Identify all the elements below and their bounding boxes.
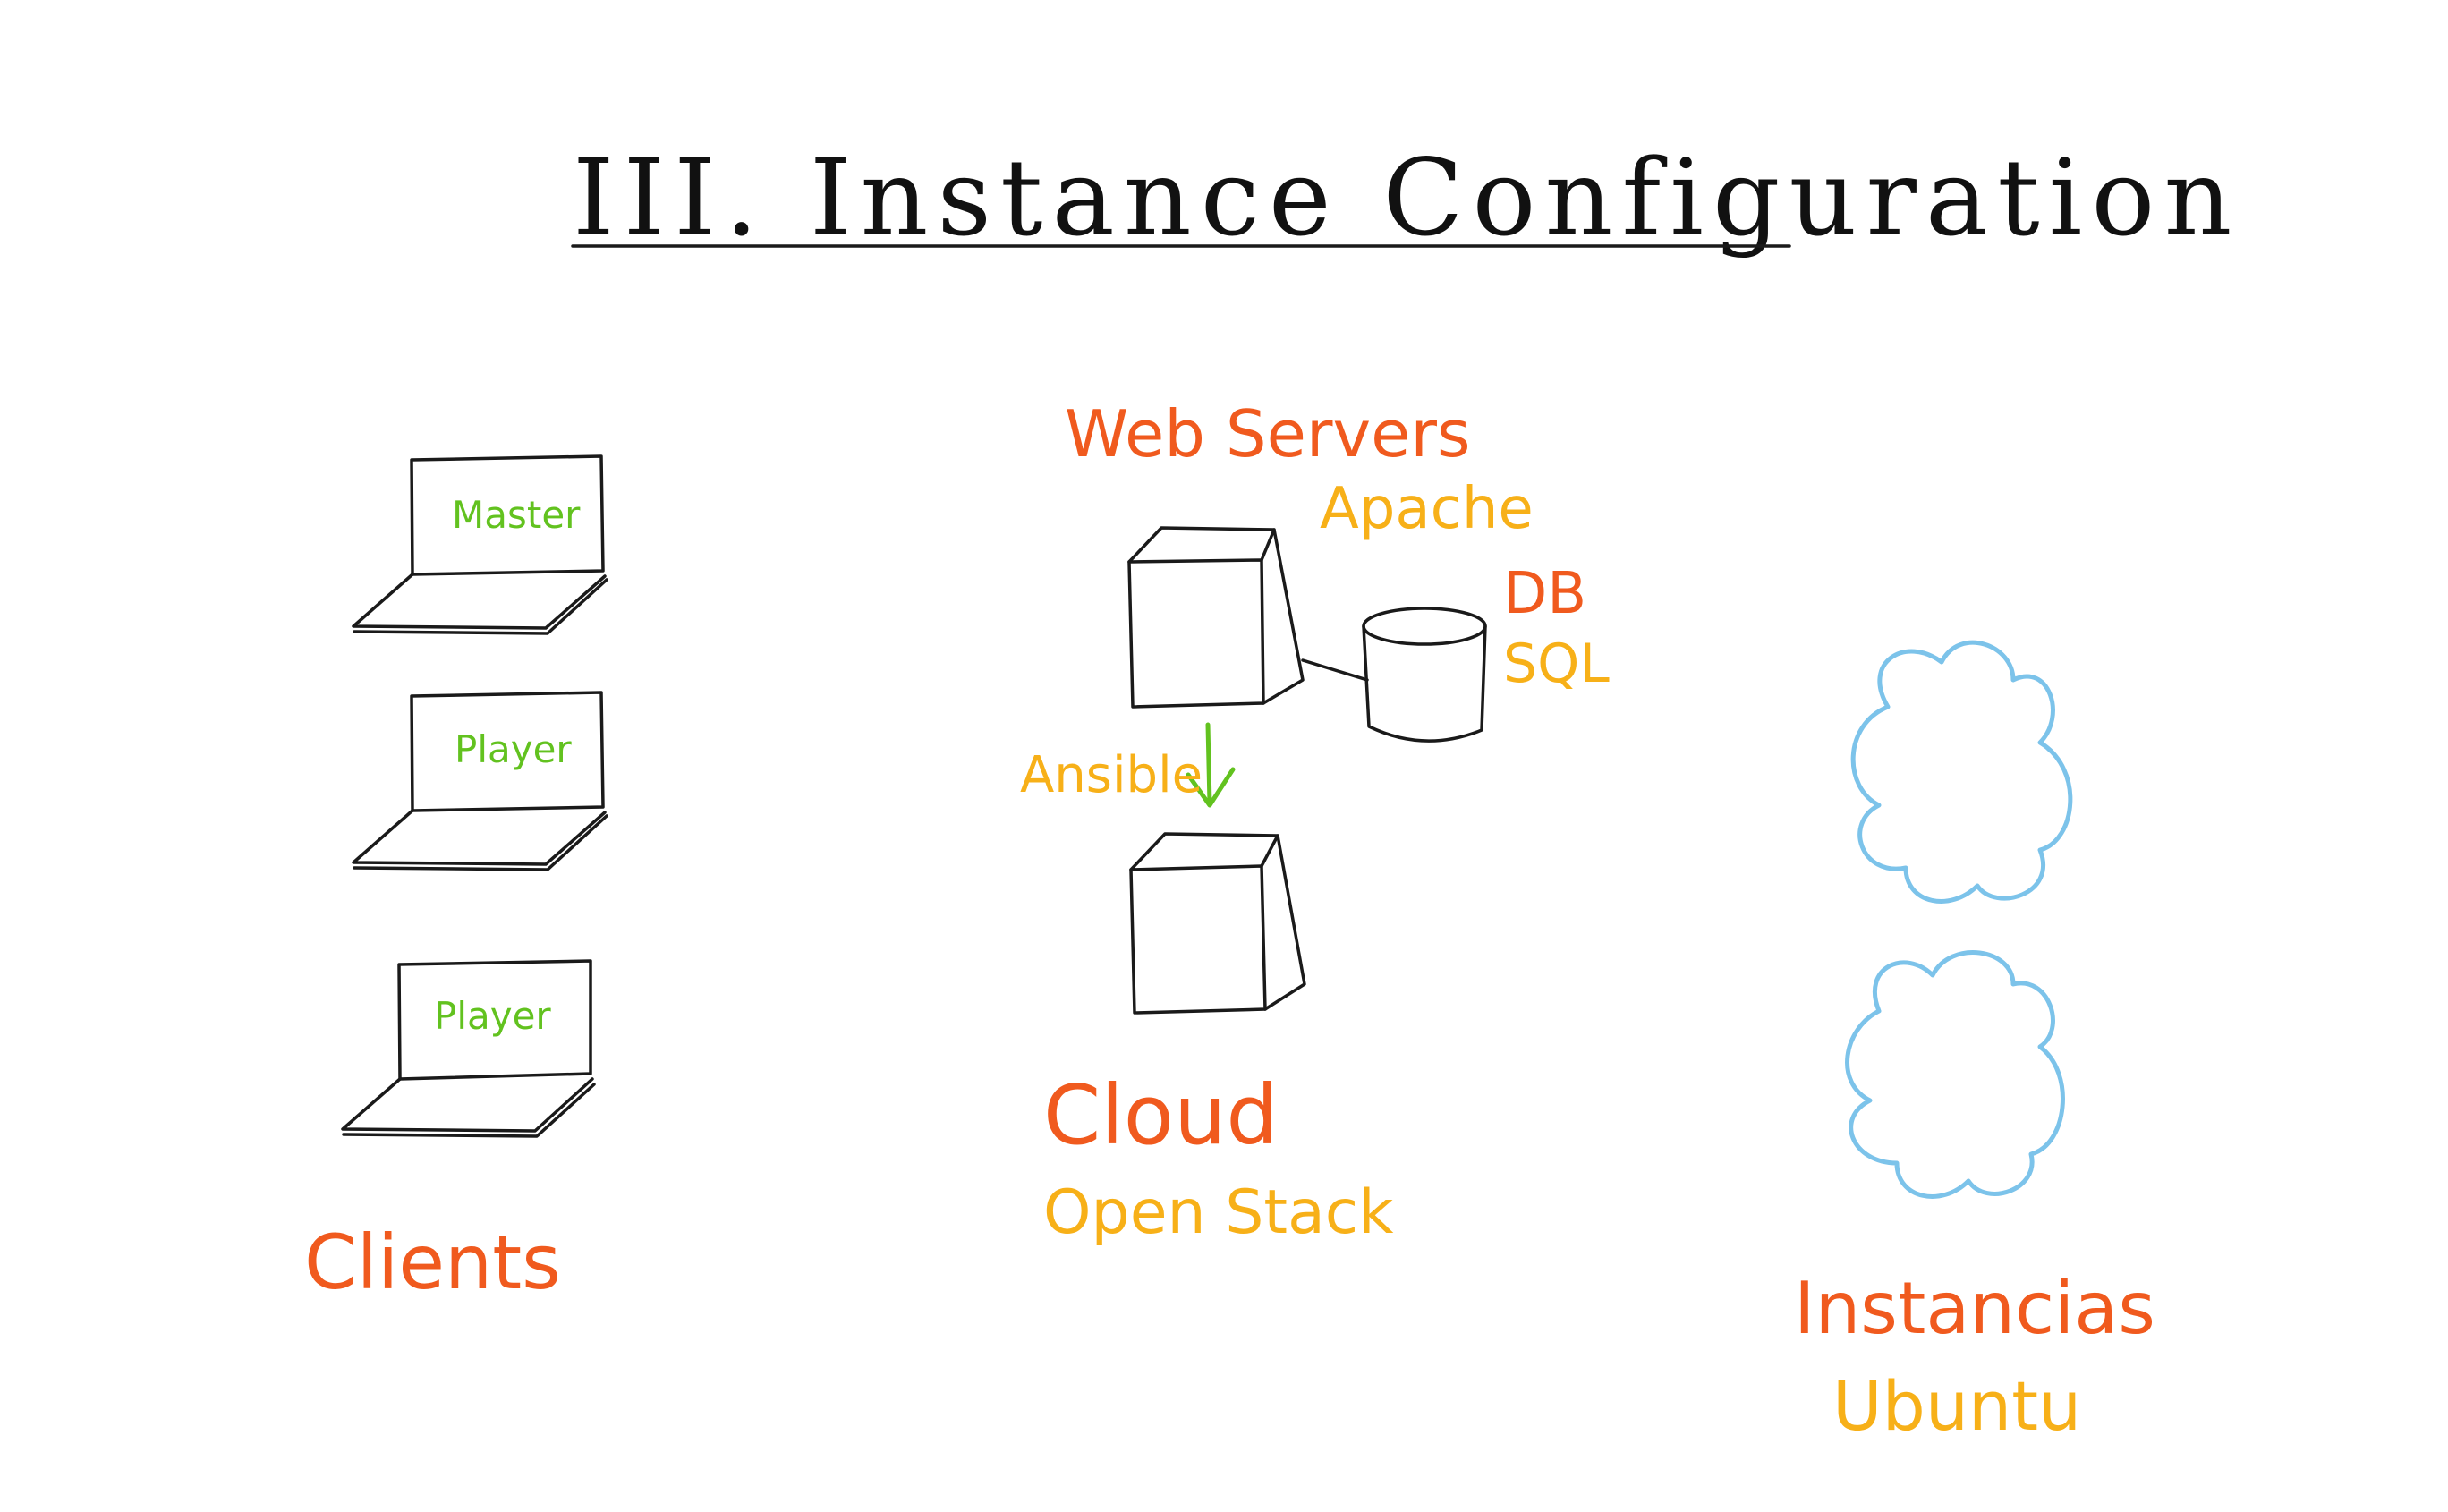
laptop-label-master: Master	[452, 493, 581, 537]
diagram-title: III. Instance Configuration	[573, 136, 2240, 259]
sql-label: SQL	[1503, 633, 1610, 695]
apache-label: Apache	[1320, 476, 1534, 542]
cloud-label: Cloud	[1043, 1067, 1279, 1163]
laptop-player-1: Player	[352, 691, 608, 871]
instances-label: Instancias	[1794, 1267, 2155, 1350]
laptop-master: Master	[352, 454, 608, 635]
cloud-instance-2-icon	[1845, 950, 2065, 1199]
laptop-player-2: Player	[341, 959, 596, 1138]
cloud-instance-1-icon	[1850, 640, 2073, 904]
ubuntu-label: Ubuntu	[1832, 1366, 2081, 1446]
target-server-box	[1129, 832, 1306, 1015]
ansible-label: Ansible	[1020, 746, 1203, 804]
db-label: DB	[1503, 561, 1586, 627]
ansible-arrow-icon	[1186, 722, 1236, 808]
clients-label: Clients	[304, 1219, 561, 1306]
laptop-label-player-1: Player	[455, 727, 572, 771]
web-servers-heading: Web Servers	[1065, 396, 1470, 471]
web-server-box	[1127, 526, 1305, 709]
openstack-label: Open Stack	[1043, 1177, 1394, 1248]
db-cylinder	[1301, 607, 1487, 743]
laptop-label-player-2: Player	[434, 994, 551, 1038]
